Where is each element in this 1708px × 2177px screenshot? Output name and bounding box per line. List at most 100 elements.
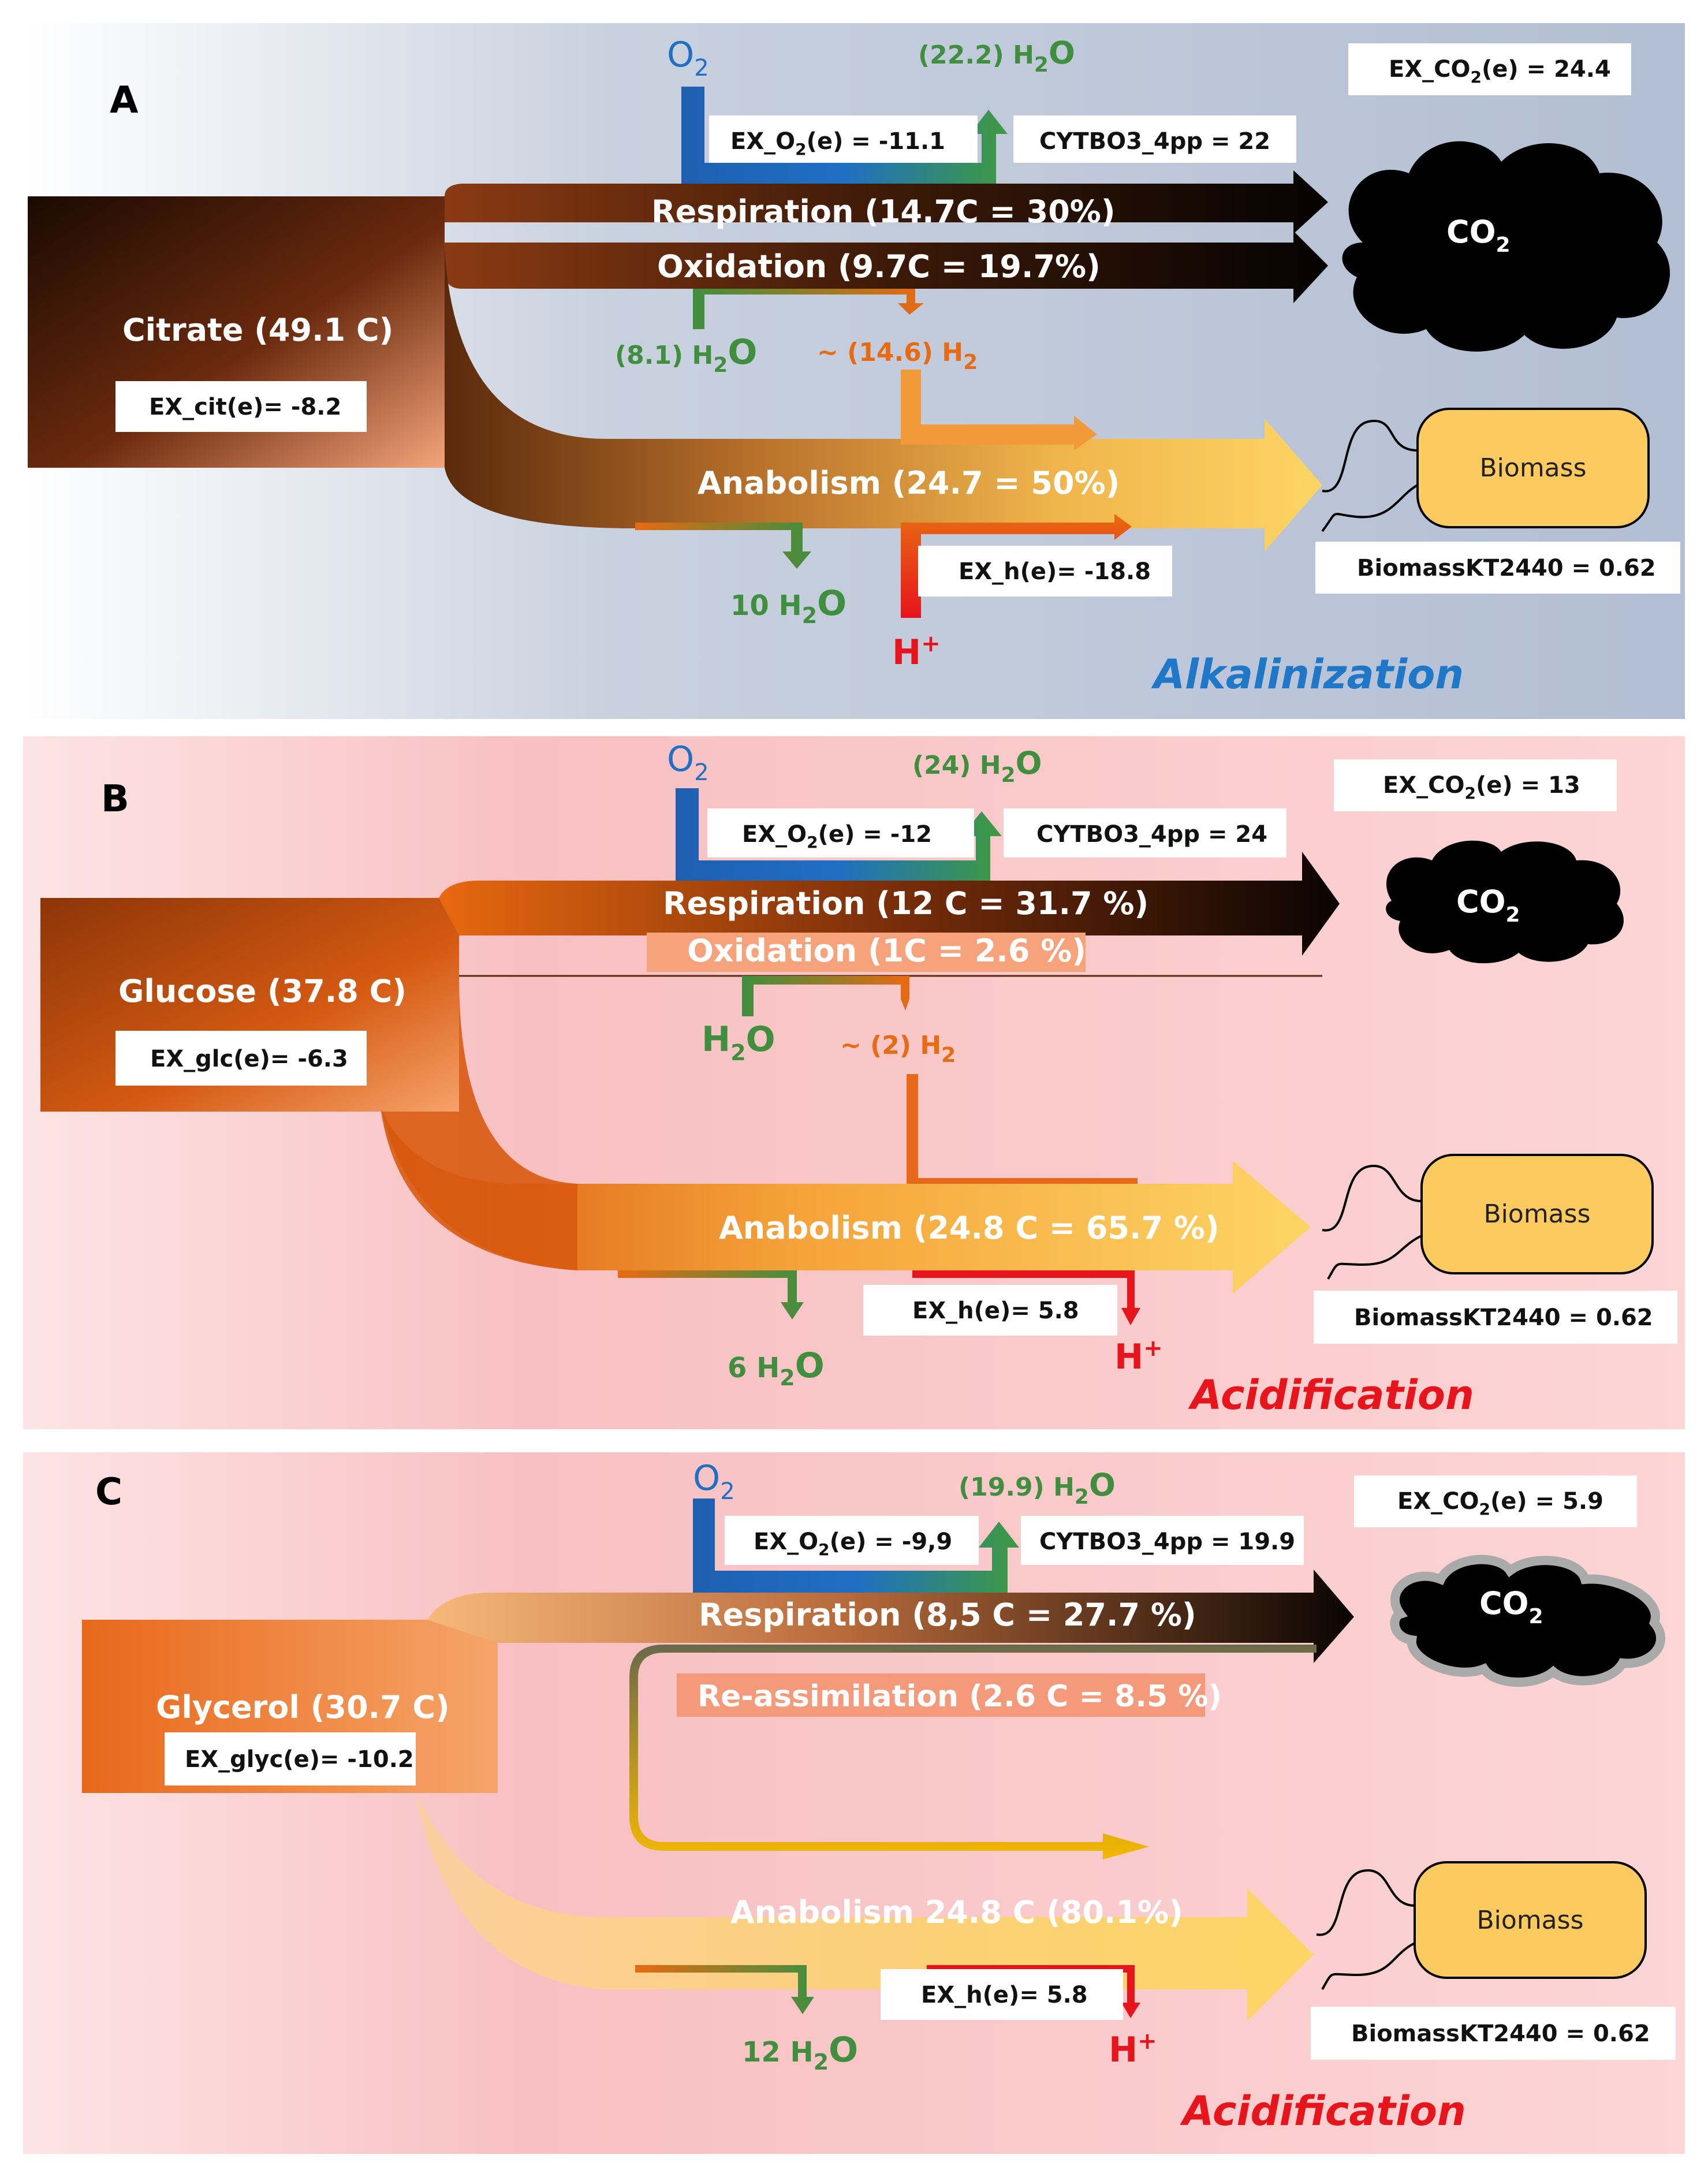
water-top-label-c: (19.9) H2O: [959, 1467, 1116, 1509]
o2-label-a: O2: [667, 35, 709, 81]
water-top-label-a: (22.2) H2O: [918, 35, 1075, 77]
reassimilation-label-c: Re-assimilation (2.6 C = 8.5 %): [698, 1679, 1222, 1714]
biomass-cell-c: [1414, 1861, 1647, 1979]
flagellum-a2: [1321, 484, 1418, 532]
o2-water-pipe-c: [693, 1498, 1019, 1593]
ex-o2-box-a: [709, 115, 978, 163]
biomass-flux-text-b: BiomassKT2440 = 0.62: [1354, 1304, 1653, 1331]
ex-o2-text-a: EX_O2(e) = -11.1: [730, 128, 945, 159]
co2-label-a: CO2: [1446, 214, 1511, 257]
respiration-arrow-a: [445, 170, 1328, 234]
o2-label-b: O2: [667, 739, 709, 786]
outcome-label-c: Acidification: [1180, 2087, 1466, 2135]
ex-h-box-c: [881, 1969, 1123, 2020]
ox-water-label-b: H2O: [702, 1019, 775, 1065]
outcome-label-b: Acidification: [1188, 1371, 1474, 1419]
ex-substrate-text-c: EX_glyc(e)= -10.2: [185, 1746, 414, 1773]
anabolism-label-a: Anabolism (24.7 = 50%): [698, 465, 1120, 501]
panel-c-label: C: [95, 1471, 122, 1514]
oxidation-arrow-a: [445, 231, 1328, 303]
bottom-water-label-a: 10 H2O: [730, 583, 846, 628]
water-branch-b: [618, 1270, 804, 1319]
flagellum-b: [1322, 1165, 1422, 1232]
respiration-arrow-b: [439, 852, 1340, 956]
panel-a-label: A: [110, 79, 139, 122]
anabolism-arrow-b: [381, 1109, 1311, 1293]
biomass-flux-text-a: BiomassKT2440 = 0.62: [1357, 555, 1656, 581]
respiration-label-c: Respiration (8,5 C = 27.7 %): [699, 1597, 1196, 1633]
anabolism-arrow-c: [416, 1793, 1314, 2021]
co2-cloud-b: [1386, 840, 1624, 964]
ex-co2-text-b: EX_CO2(e) = 13: [1383, 772, 1580, 803]
respiration-label-b: Respiration (12 C = 31.7 %): [663, 885, 1148, 922]
o2-water-pipe-a: [681, 87, 1008, 184]
proton-label-a: H+: [892, 631, 941, 673]
biomass-flux-box-a: [1315, 542, 1680, 594]
substrate-label-b: Glucose (37.8 C): [118, 973, 407, 1009]
biomass-flux-box-c: [1311, 2007, 1676, 2060]
panel-a: A CO2 Biomass O2 (22.2) H2O EX_O2(e) = -…: [23, 23, 1685, 719]
biomass-label-b: Biomass: [1483, 1199, 1590, 1229]
ex-substrate-text-a: EX_cit(e)= -8.2: [149, 394, 341, 420]
ex-co2-text-c: EX_CO2(e) = 5.9: [1397, 1488, 1603, 1519]
cytbo3-box-b: [1004, 808, 1286, 858]
cytbo3-box-a: [1013, 115, 1296, 163]
ex-h-box-a: [918, 546, 1172, 597]
ex-co2-text-a: EX_CO2(e) = 24.4: [1389, 56, 1611, 87]
o2-water-pipe-b: [676, 788, 1002, 881]
anabolism-label-c: Anabolism 24.8 C (80.1%): [730, 1894, 1183, 1930]
flagellum-c: [1316, 1869, 1415, 1936]
cytbo3-text-b: CYTBO3_4pp = 24: [1036, 821, 1267, 848]
ex-substrate-box-c: [165, 1732, 416, 1785]
o2-label-c: O2: [693, 1458, 735, 1505]
biomass-flux-text-c: BiomassKT2440 = 0.62: [1351, 2021, 1650, 2047]
ex-h-text-c: EX_h(e)= 5.8: [921, 1982, 1088, 2008]
biomass-cell-a: [1416, 408, 1650, 528]
hydrogen-label-a: ~ (14.6) H2: [817, 338, 978, 374]
outcome-label-a: Alkalinization: [1151, 651, 1464, 698]
ex-substrate-box-b: [115, 1031, 367, 1086]
oxidation-branch-b: [742, 976, 909, 1016]
flagellum-b2: [1327, 1235, 1422, 1280]
flagellum-a: [1322, 419, 1418, 493]
oxidation-bar-b: [647, 933, 1086, 972]
ex-substrate-text-b: EX_glc(e)= -6.3: [150, 1046, 348, 1072]
ex-o2-box-b: [707, 808, 974, 858]
ex-h-text-a: EX_h(e)= -18.8: [959, 558, 1151, 585]
co2-cloud-a: [1342, 141, 1670, 352]
hydrogen-to-anabolism-a: [901, 370, 1097, 450]
ex-co2-box-b: [1334, 759, 1617, 811]
ex-co2-box-a: [1348, 43, 1631, 95]
panel-b: B CO2 Biomass O2 (24) H2O EX_O2(e) = -12…: [23, 736, 1685, 1429]
ex-o2-text-c: EX_O2(e) = -9,9: [754, 1529, 952, 1559]
co2-label-c: CO2: [1479, 1585, 1543, 1628]
biomass-cell-b: [1420, 1154, 1654, 1274]
ex-o2-box-c: [725, 1516, 979, 1565]
water-branch-a: [635, 523, 811, 569]
ex-substrate-box-a: [115, 381, 367, 432]
proton-branch-b: [912, 1270, 1140, 1325]
respiration-arrow-c: [427, 1570, 1354, 1663]
proton-branch-a: [901, 514, 1132, 618]
hydrogen-label-b: ~ (2) H2: [840, 1031, 956, 1067]
cytbo3-text-a: CYTBO3_4pp = 22: [1039, 128, 1270, 155]
ex-o2-text-b: EX_O2(e) = -12: [742, 821, 932, 852]
co2-cloud-c: [1390, 1555, 1665, 1687]
anabolism-arrow-a: [445, 248, 1322, 551]
oxidation-branch-a: [693, 289, 924, 329]
biomass-flux-box-b: [1314, 1291, 1677, 1344]
cytbo3-text-c: CYTBO3_4pp = 19.9: [1039, 1529, 1295, 1555]
reassimilation-bar-c: [677, 1673, 1205, 1717]
water-branch-c: [635, 1965, 814, 2014]
respiration-label-a: Respiration (14.7C = 30%): [651, 193, 1116, 230]
flagellum-c2: [1321, 1942, 1415, 1990]
co2-label-b: CO2: [1456, 884, 1520, 927]
anabolism-feed-b: [381, 976, 577, 1270]
ox-water-label-a: (8.1) H2O: [615, 332, 757, 377]
proton-label-b: H+: [1114, 1335, 1163, 1377]
biomass-label-c: Biomass: [1476, 1906, 1583, 1935]
substrate-label-c: Glycerol (30.7 C): [156, 1689, 450, 1725]
oxidation-label-a: Oxidation (9.7C = 19.7%): [657, 248, 1101, 285]
cytbo3-box-c: [1021, 1516, 1304, 1565]
